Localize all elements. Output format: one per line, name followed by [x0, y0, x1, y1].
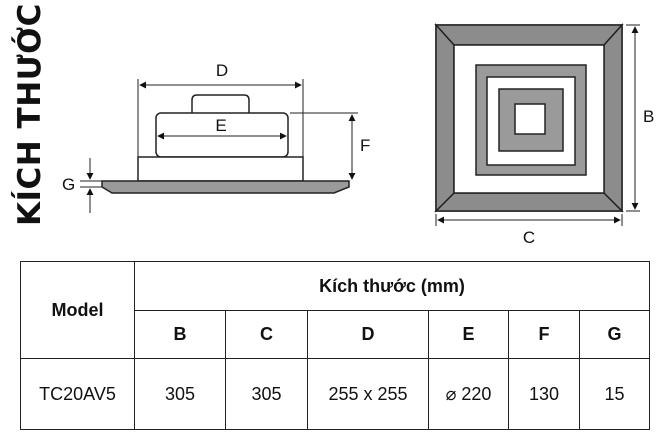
cell-f: 130: [508, 358, 580, 430]
grille-center: [514, 103, 546, 135]
header-col-c: C: [225, 310, 308, 359]
side-view: [101, 94, 350, 194]
dimension-b: [626, 24, 640, 212]
cell-d: 255 x 255: [307, 358, 429, 430]
dimension-diagram: D E F G B C: [62, 23, 654, 247]
label-d: D: [216, 61, 228, 80]
dimension-d: [137, 79, 304, 157]
table-row: TC20AV5 305 305 255 x 255 ⌀ 220 130 15: [20, 358, 651, 430]
cell-model: TC20AV5: [20, 358, 135, 430]
header-model: Model: [20, 261, 135, 359]
cell-b: 305: [134, 358, 226, 430]
spec-table: Model Kích thước (mm) B C D E F G TC20AV…: [20, 261, 651, 430]
header-col-f: F: [508, 310, 580, 359]
dimension-f: [290, 112, 358, 180]
header-col-e: E: [428, 310, 509, 359]
header-col-b: B: [134, 310, 226, 359]
label-b: B: [643, 107, 654, 126]
grille-plate: [101, 180, 350, 194]
header-col-g: G: [578, 310, 651, 359]
dimension-g: [80, 158, 102, 213]
unit-base-box: [137, 156, 304, 182]
unit-top-cap: [191, 94, 250, 113]
cell-c: 305: [225, 358, 308, 430]
label-e: E: [215, 116, 226, 135]
table-subheader-row: B C D E F G: [21, 310, 651, 359]
header-col-d: D: [307, 310, 429, 359]
label-f: F: [360, 136, 370, 155]
cell-e: ⌀ 220: [428, 358, 509, 430]
label-g: G: [62, 175, 75, 194]
table-header-row: Model Kích thước (mm): [20, 261, 651, 359]
cell-g: 15: [578, 358, 651, 430]
grille-ring-inner: [498, 88, 564, 152]
dimension-c: [435, 214, 623, 226]
top-view: [434, 23, 624, 213]
header-dimensions: Kích thước (mm): [133, 261, 651, 311]
label-c: C: [523, 228, 535, 247]
